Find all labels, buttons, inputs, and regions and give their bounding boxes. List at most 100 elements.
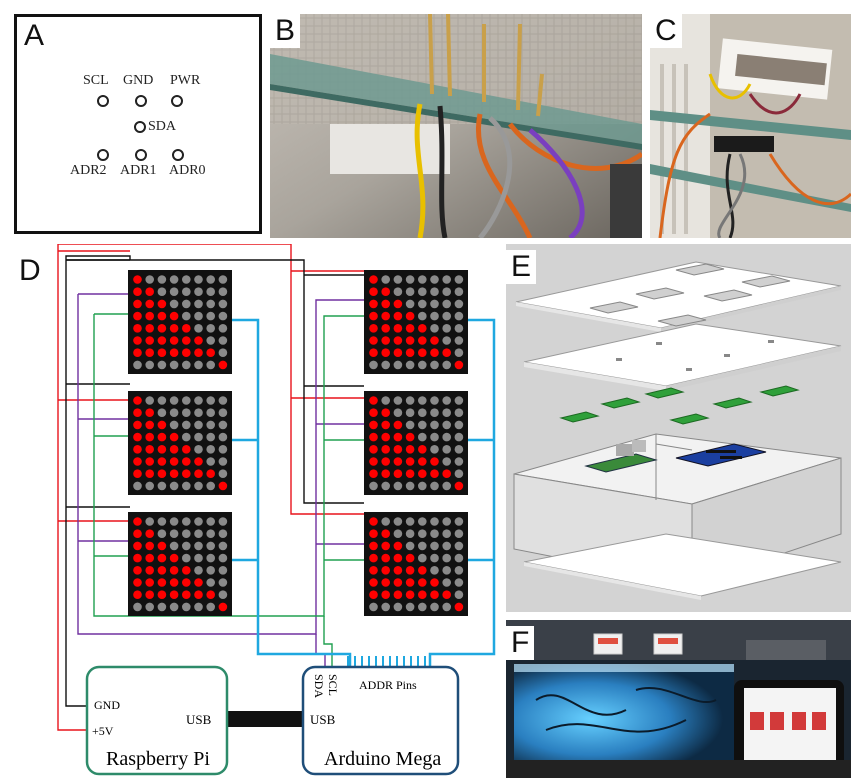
led-off xyxy=(418,481,427,491)
led-off xyxy=(157,517,167,526)
led-on xyxy=(133,553,142,563)
led-on xyxy=(133,457,142,466)
led-off xyxy=(430,445,439,454)
led-on xyxy=(145,420,154,430)
led-on xyxy=(169,336,179,345)
led-off xyxy=(169,517,179,526)
led-on xyxy=(145,541,154,551)
led-off xyxy=(206,360,215,370)
led-off xyxy=(194,324,203,333)
led-off xyxy=(157,396,167,405)
addr-wires xyxy=(232,318,496,667)
raspberry-pi-box xyxy=(85,665,229,776)
led-on xyxy=(169,469,179,478)
led-on xyxy=(369,566,378,575)
led-off xyxy=(430,553,439,563)
led-off xyxy=(218,553,228,563)
led-off xyxy=(218,566,228,575)
led-off xyxy=(206,602,215,612)
led-on xyxy=(381,336,391,345)
led-matrix-board xyxy=(128,270,232,374)
led-off xyxy=(194,602,203,612)
led-matrix-5 xyxy=(364,391,468,495)
led-off xyxy=(393,481,403,491)
panel-b-photo: B xyxy=(270,14,642,238)
led-off xyxy=(430,360,439,370)
led-on xyxy=(393,336,403,345)
led-off xyxy=(430,396,439,405)
led-off xyxy=(454,517,464,526)
led-off xyxy=(454,275,464,284)
led-off xyxy=(182,481,191,491)
led-on xyxy=(405,578,415,587)
led-off xyxy=(418,287,427,296)
led-off xyxy=(430,602,439,612)
led-on xyxy=(133,287,142,296)
led-off xyxy=(454,566,464,575)
led-on xyxy=(381,578,391,587)
led-on xyxy=(145,336,154,345)
led-on xyxy=(157,566,167,575)
pin-sda xyxy=(134,121,146,133)
led-on xyxy=(418,578,427,587)
led-off xyxy=(454,445,464,454)
led-on xyxy=(369,396,378,405)
led-on xyxy=(369,529,378,538)
led-on xyxy=(194,457,203,466)
led-off xyxy=(442,420,452,430)
led-on xyxy=(393,469,403,478)
led-off xyxy=(218,457,228,466)
pin-label-scl: SCL xyxy=(83,73,109,88)
led-off xyxy=(381,275,391,284)
led-on xyxy=(145,324,154,333)
led-off xyxy=(442,553,452,563)
led-on xyxy=(381,287,391,296)
led-on xyxy=(182,348,191,357)
led-on xyxy=(393,420,403,430)
led-on xyxy=(169,445,179,454)
led-off xyxy=(218,396,228,405)
led-matrix-board xyxy=(128,391,232,495)
led-off xyxy=(454,469,464,478)
led-on xyxy=(194,469,203,478)
led-off xyxy=(442,299,452,309)
led-off xyxy=(206,432,215,442)
led-off xyxy=(418,275,427,284)
led-off xyxy=(218,311,228,321)
led-off xyxy=(157,287,167,296)
led-on xyxy=(369,287,378,296)
led-on xyxy=(218,481,228,491)
led-matrix-board xyxy=(364,391,468,495)
led-off xyxy=(405,481,415,491)
led-on xyxy=(157,299,167,309)
led-off xyxy=(430,324,439,333)
led-on xyxy=(381,432,391,442)
led-off xyxy=(381,481,391,491)
led-on xyxy=(393,348,403,357)
pin-adr0 xyxy=(172,149,184,161)
led-matrix-board xyxy=(364,270,468,374)
led-off xyxy=(194,287,203,296)
led-off xyxy=(405,517,415,526)
led-on xyxy=(182,457,191,466)
led-on xyxy=(145,311,154,321)
led-off xyxy=(182,287,191,296)
led-on xyxy=(418,336,427,345)
led-on xyxy=(393,445,403,454)
led-on xyxy=(454,602,464,612)
led-off xyxy=(194,420,203,430)
led-off xyxy=(442,275,452,284)
led-off xyxy=(206,445,215,454)
led-off xyxy=(194,311,203,321)
led-matrices xyxy=(128,270,468,616)
led-on xyxy=(393,578,403,587)
led-off xyxy=(145,602,154,612)
led-off xyxy=(393,275,403,284)
led-on xyxy=(393,590,403,599)
led-off xyxy=(218,529,228,538)
ground-wires xyxy=(65,255,364,707)
led-off xyxy=(157,275,167,284)
led-on xyxy=(157,432,167,442)
led-on xyxy=(381,445,391,454)
led-on xyxy=(405,566,415,575)
